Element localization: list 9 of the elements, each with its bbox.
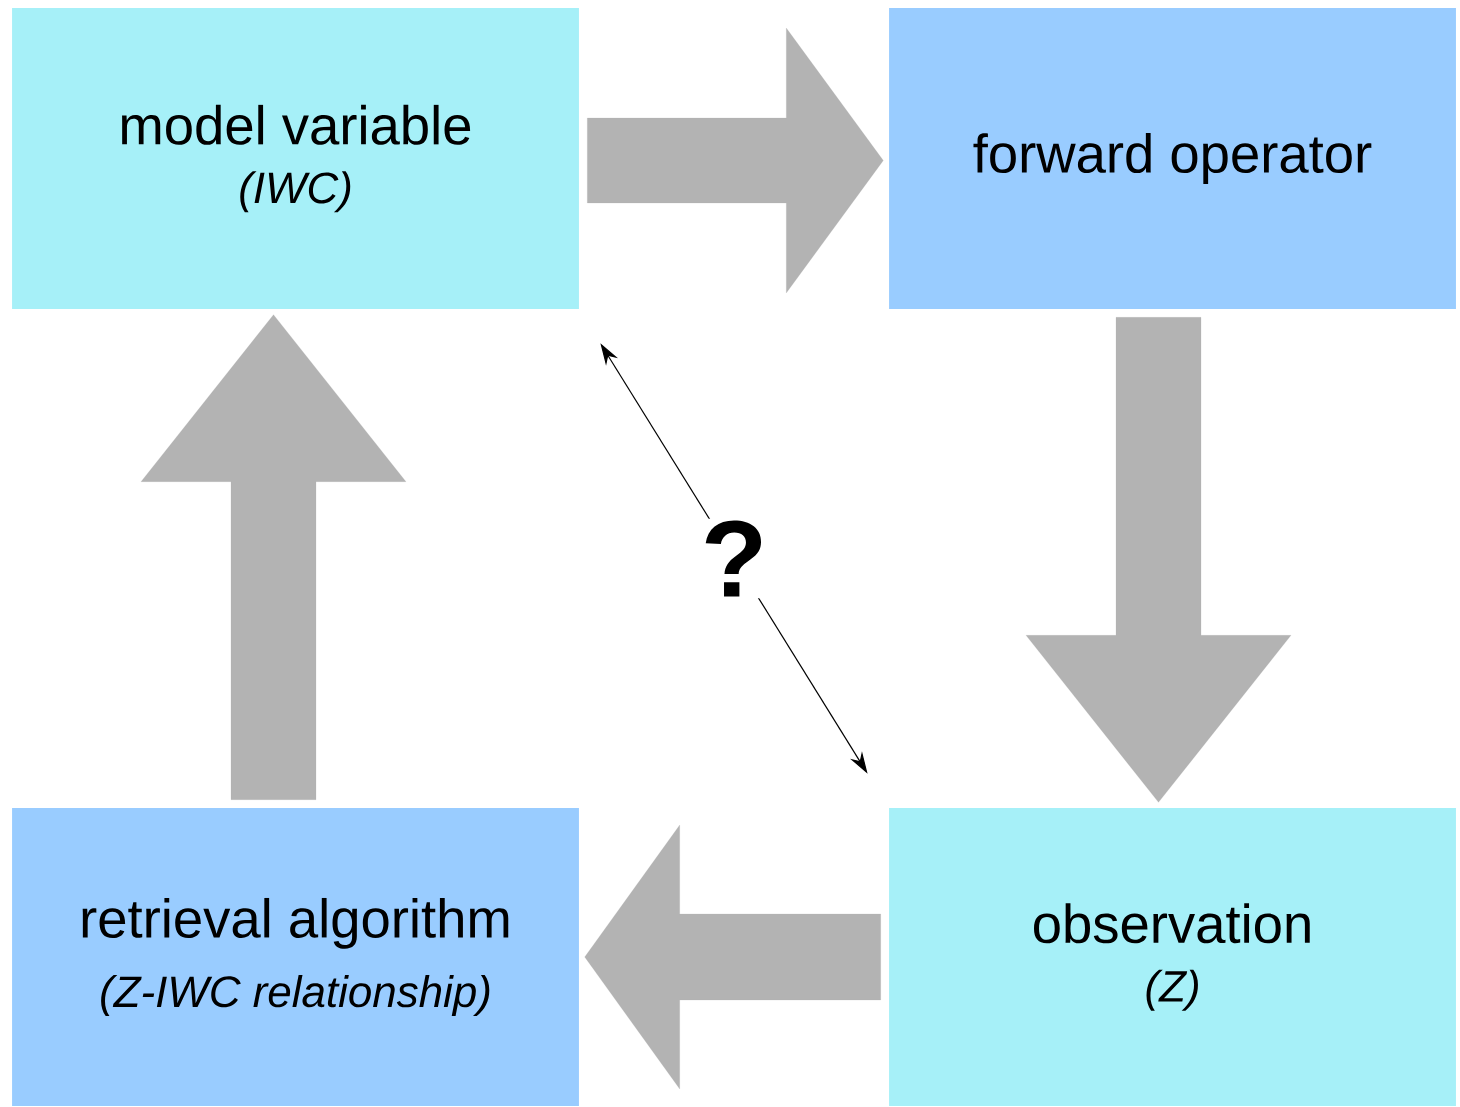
process-box: observation (Z) — [889, 808, 1456, 1106]
block-arrow — [1025, 317, 1292, 803]
block-arrow — [587, 27, 884, 294]
process-box: retrieval algorithm (Z-IWC relationship) — [12, 808, 579, 1106]
block-arrow — [584, 824, 881, 1090]
process-box: model variable (IWC) — [12, 8, 579, 309]
process-box: forward operator — [889, 8, 1456, 309]
block-arrow — [140, 314, 407, 800]
edge-label: ? — [699, 518, 770, 599]
